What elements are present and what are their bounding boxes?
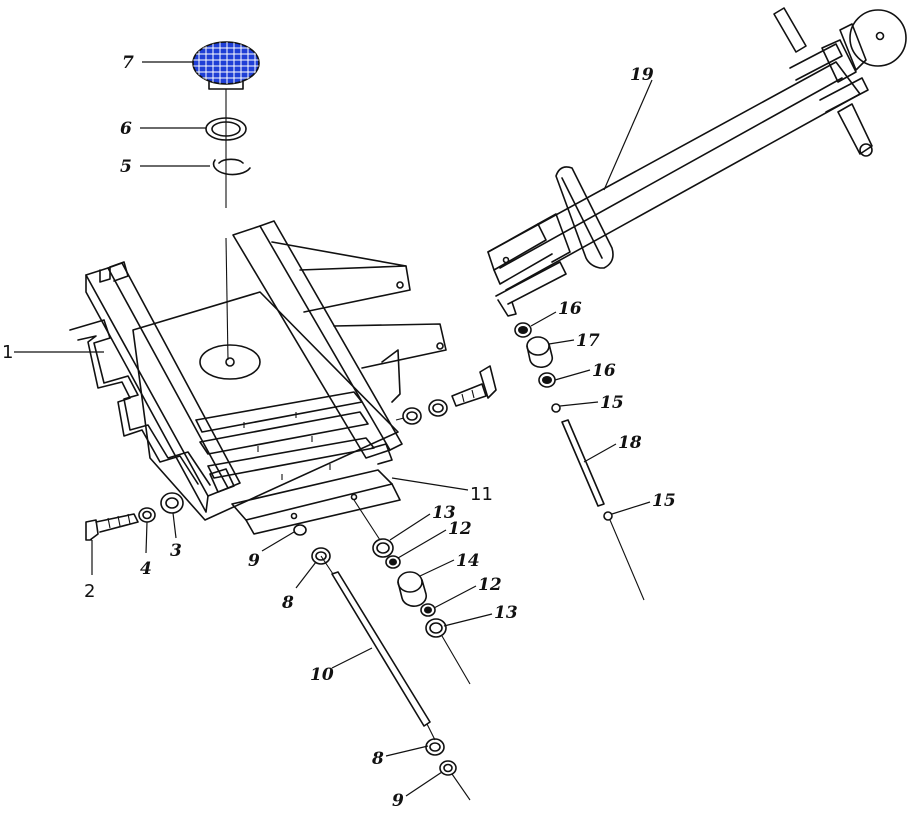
callout-7: 7 bbox=[122, 53, 134, 73]
callout-15-lower: 15 bbox=[652, 491, 676, 511]
callout-8-lower: 8 bbox=[371, 749, 384, 769]
part-17-bushing bbox=[526, 336, 554, 368]
callout-3: 3 bbox=[170, 541, 182, 561]
callout-5: 5 bbox=[120, 157, 132, 177]
callout-16-upper: 16 bbox=[558, 299, 582, 319]
callout-labels: 7 6 5 1 2 3 4 9 8 10 8 9 11 13 12 14 12 … bbox=[2, 53, 676, 811]
axis-line-bushing bbox=[353, 499, 381, 541]
part-14-bushing bbox=[397, 571, 428, 607]
part-2-bolt-left bbox=[85, 513, 139, 541]
callout-12-upper: 12 bbox=[448, 519, 472, 539]
part-13-washer-upper bbox=[372, 538, 394, 558]
callout-19: 19 bbox=[630, 65, 654, 85]
callout-8-upper: 8 bbox=[281, 593, 294, 613]
axis-line-mount bbox=[225, 237, 229, 361]
callout-17: 17 bbox=[576, 331, 600, 351]
part-9-washer-upper bbox=[293, 524, 307, 536]
part-15-ball-lower bbox=[603, 511, 645, 601]
part-16-nut-upper bbox=[514, 322, 532, 338]
callout-9-lower: 9 bbox=[392, 791, 404, 811]
part-13-washer-lower bbox=[425, 618, 471, 685]
leader-lines bbox=[14, 61, 653, 797]
part-11-cross-tube bbox=[231, 469, 401, 535]
part-18-pin bbox=[561, 419, 605, 507]
callout-4: 4 bbox=[140, 559, 152, 579]
callout-10: 10 bbox=[310, 665, 334, 685]
right-bolt-assembly bbox=[395, 365, 497, 425]
callout-12-lower: 12 bbox=[478, 575, 502, 595]
callout-6: 6 bbox=[120, 119, 132, 139]
part-5-circlip bbox=[212, 158, 251, 176]
part-8-washer-lower bbox=[425, 738, 445, 756]
callout-14: 14 bbox=[456, 551, 480, 571]
callout-18: 18 bbox=[618, 433, 642, 453]
part-1-frame bbox=[69, 220, 447, 521]
callout-13-upper: 13 bbox=[432, 503, 456, 523]
part-19-pedal-arm bbox=[487, 7, 907, 317]
part-8-washer-upper bbox=[311, 547, 331, 565]
callout-16-lower: 16 bbox=[592, 361, 616, 381]
part-12-nut-upper bbox=[385, 555, 401, 569]
callout-1: 1 bbox=[2, 342, 13, 363]
part-10-rod bbox=[320, 555, 436, 741]
part-7-pedal-pad bbox=[192, 41, 260, 90]
callout-13-lower: 13 bbox=[494, 603, 518, 623]
callout-11: 11 bbox=[470, 484, 493, 505]
part-9-washer-lower bbox=[439, 760, 471, 801]
part-4-washer-left bbox=[138, 507, 156, 523]
part-12-nut-lower bbox=[420, 603, 436, 617]
part-3-washer-left bbox=[160, 492, 184, 514]
callout-9-upper: 9 bbox=[248, 551, 260, 571]
part-15-ball-upper bbox=[551, 403, 561, 413]
callout-2: 2 bbox=[84, 581, 95, 602]
callout-15-upper: 15 bbox=[600, 393, 624, 413]
part-16-nut-lower bbox=[538, 372, 556, 388]
